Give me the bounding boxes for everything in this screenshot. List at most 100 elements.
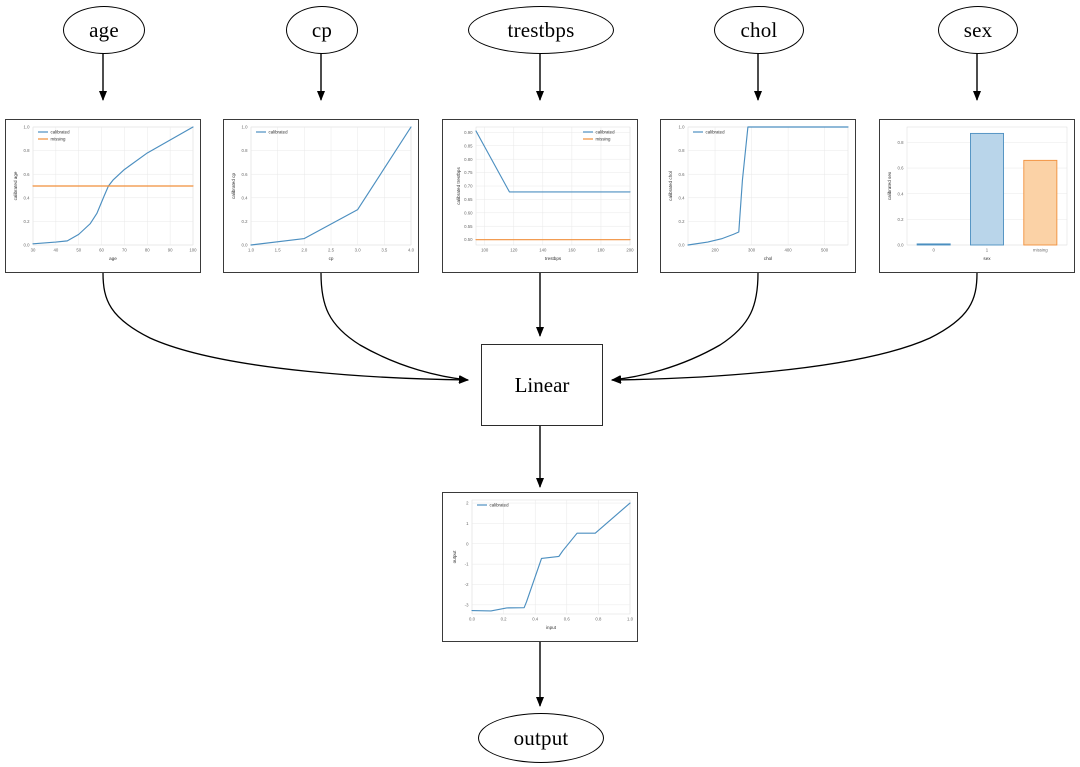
xtick-chol: 400 [785,248,793,253]
xtick-trestbps: 140 [539,248,547,253]
ytick-output: -3 [465,602,469,607]
ytick-trestbps: 0.90 [464,130,473,135]
ytick-age: 0.8 [24,148,31,153]
xlabel-output: input [546,625,557,630]
xlabel-cp: cp [329,256,334,261]
xtick-trestbps: 100 [481,248,489,253]
xtick-output: 0.6 [564,617,571,622]
legend-age-calibrated: calibrated [51,130,71,135]
ytick-chol: 0.4 [679,195,686,200]
node-age-label: age [89,17,119,42]
ytick-trestbps: 0.55 [464,224,473,229]
xlabel-trestbps: trestbps [545,256,562,261]
xtick-age: 40 [53,248,58,253]
node-output-label: output [513,725,569,750]
node-trestbps-label: trestbps [507,17,575,42]
ytick-sex: 0.8 [898,140,905,145]
edge-age-panel-to-linear [102,272,469,384]
legend-trestbps-missing: missing [596,137,611,142]
node-cp[interactable]: cp [286,6,358,54]
xtick-cp: 3.0 [355,248,362,253]
ytick-sex: 0.2 [898,217,905,222]
legend-output-calibrated: calibrated [490,503,510,508]
xtick-cp: 4.0 [408,248,415,253]
series-chol-calibrated [687,126,849,246]
xtick-chol: 500 [821,248,829,253]
xtick-age: 90 [168,248,173,253]
xtick-trestbps: 180 [597,248,605,253]
node-age[interactable]: age [63,6,145,54]
xtick-output: 1.0 [627,617,634,622]
ylabel-cp: calibrated cp [231,173,236,199]
ytick-output: 2 [466,501,469,506]
xtick-sex: missing [1033,248,1048,253]
xtick-trestbps: 120 [510,248,518,253]
xtick-chol: 200 [711,248,719,253]
bar-sex-0 [916,243,951,246]
ylabel-trestbps: calibrated trestbps [456,167,461,205]
xtick-cp: 1.5 [275,248,282,253]
ytick-age: 0.2 [24,219,31,224]
ytick-trestbps: 0.75 [464,170,473,175]
ytick-chol: 0.6 [679,172,686,177]
series-output-calibrated [471,502,631,612]
xtick-cp: 3.5 [381,248,388,253]
bar-sex-1 [970,132,1004,246]
ylabel-sex: calibrated sex [887,171,892,200]
edge-chol-panel-to-linear [611,272,759,384]
node-output[interactable]: output [478,713,604,763]
ytick-trestbps: 0.65 [464,197,473,202]
node-trestbps[interactable]: trestbps [468,6,614,54]
node-chol-label: chol [740,17,778,42]
xtick-age: 100 [189,248,197,253]
legend-trestbps-calibrated: calibrated [596,130,616,135]
ytick-output: 1 [466,521,469,526]
ytick-sex: 0.0 [898,243,905,248]
xlabel-age: age [109,256,117,261]
ytick-cp: 0.4 [242,195,249,200]
ytick-cp: 0.6 [242,172,249,177]
legend-chol-calibrated: calibrated [706,130,726,135]
series-age-calibrated [32,126,194,245]
ytick-output: 0 [466,541,469,546]
node-sex[interactable]: sex [938,6,1018,54]
xtick-cp: 2.5 [328,248,335,253]
ylabel-age: calibrated age [13,171,18,200]
edge-sex-panel-to-linear [611,272,978,384]
legend-cp-calibrated: calibrated [269,130,289,135]
node-linear[interactable]: Linear [481,344,603,426]
ytick-age: 1.0 [24,125,31,130]
xtick-age: 60 [99,248,104,253]
xtick-age: 70 [122,248,127,253]
ytick-cp: 0.8 [242,148,249,153]
ytick-output: -2 [465,582,469,587]
ytick-trestbps: 0.70 [464,184,473,189]
node-linear-label: Linear [514,372,570,397]
ytick-cp: 0.0 [242,243,249,248]
xtick-cp: 1.0 [248,248,255,253]
node-cp-label: cp [311,17,333,42]
node-chol[interactable]: chol [714,6,804,54]
ytick-age: 0.4 [24,195,31,200]
ytick-chol: 0.2 [679,219,686,224]
ytick-trestbps: 0.50 [464,237,473,242]
ytick-chol: 0.0 [679,243,686,248]
ytick-output: -1 [465,562,469,567]
ytick-trestbps: 0.60 [464,210,473,215]
ylabel-chol: calibrated chol [668,171,673,201]
ytick-chol: 0.8 [679,148,686,153]
xlabel-chol: chol [764,256,772,261]
ytick-trestbps: 0.80 [464,157,473,162]
xlabel-sex: sex [983,256,991,261]
ylabel-output: output [452,550,457,563]
xtick-output: 0.0 [469,617,476,622]
ytick-chol: 1.0 [679,125,686,130]
xtick-age: 30 [31,248,36,253]
legend-age-missing: missing [51,137,66,142]
